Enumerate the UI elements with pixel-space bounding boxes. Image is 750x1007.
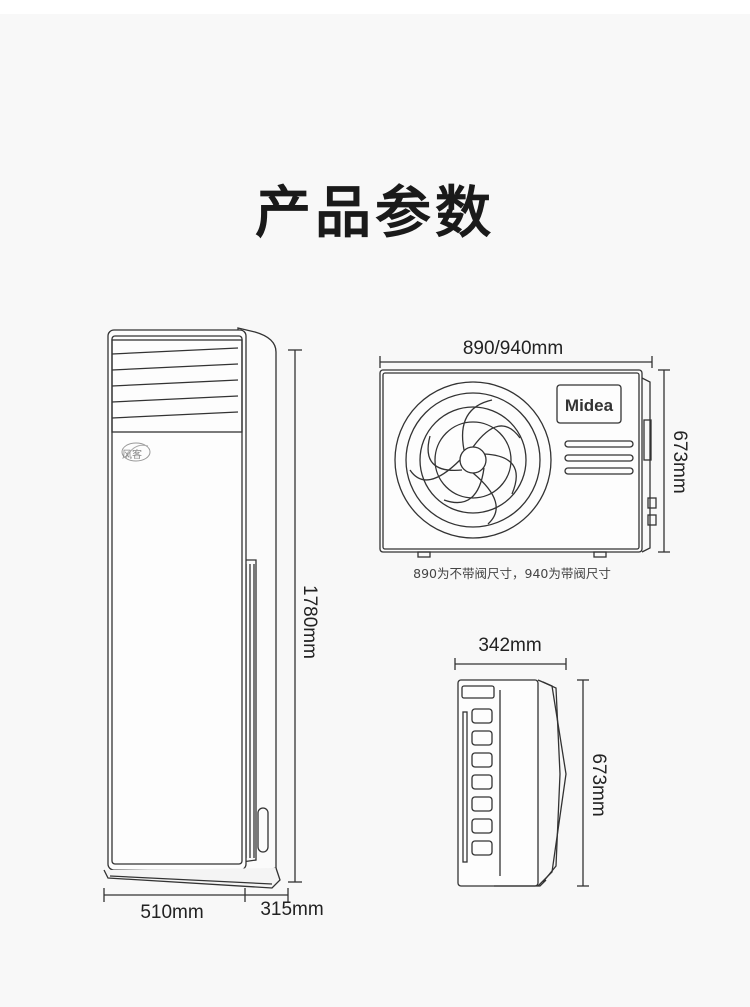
- outdoor-height-dim: [658, 369, 670, 553]
- outdoor-depth-label: 342mm: [478, 635, 541, 656]
- indoor-base-dims: [103, 888, 289, 902]
- indoor-width-label: 510mm: [140, 902, 203, 923]
- fengke-logo-icon: [121, 442, 151, 462]
- valve-size-note: 890为不带阀尺寸，940为带阀尺寸: [413, 566, 611, 581]
- indoor-height-dim: [288, 349, 302, 883]
- indoor-badge-text: 风客: [122, 448, 142, 461]
- page-title: 产品参数: [255, 181, 495, 246]
- outdoor-front-view: [379, 369, 657, 558]
- outdoor-width-label: 890/940mm: [463, 338, 563, 359]
- outdoor-side-height-label: 673mm: [588, 753, 609, 816]
- outdoor-depth-dim: [454, 658, 567, 670]
- top-strip: [0, 0, 750, 14]
- fan-grille-icon: [394, 381, 552, 539]
- outdoor-side-view: [457, 679, 567, 887]
- outdoor-side-height-dim: [577, 679, 589, 887]
- outdoor-width-dim: [379, 356, 653, 368]
- indoor-depth-label: 315mm: [260, 899, 323, 920]
- indoor-unit: [103, 327, 281, 889]
- indoor-height-label: 1780mm: [299, 585, 320, 659]
- outdoor-height-label: 673mm: [669, 430, 690, 493]
- brand-logo-text: Midea: [565, 396, 614, 415]
